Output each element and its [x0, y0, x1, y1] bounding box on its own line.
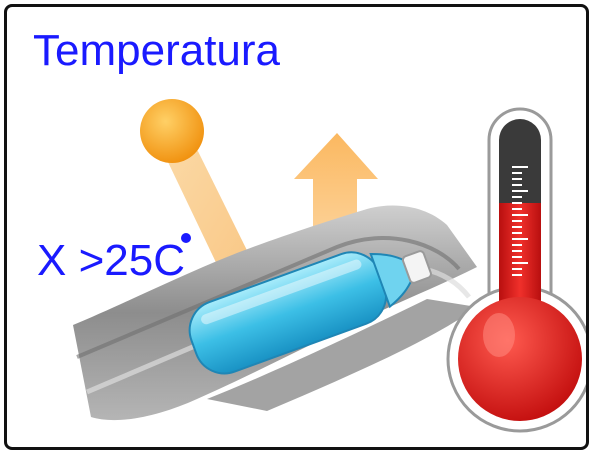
degree-symbol: [181, 233, 191, 243]
thermometer-icon: [446, 107, 586, 433]
condition-unit: C: [153, 236, 185, 285]
heat-scene: [73, 99, 586, 433]
sun-icon: [140, 99, 204, 163]
condition-prefix: X >25: [37, 236, 154, 285]
bottle-icon: [188, 250, 432, 375]
title: Temperatura: [33, 26, 281, 75]
